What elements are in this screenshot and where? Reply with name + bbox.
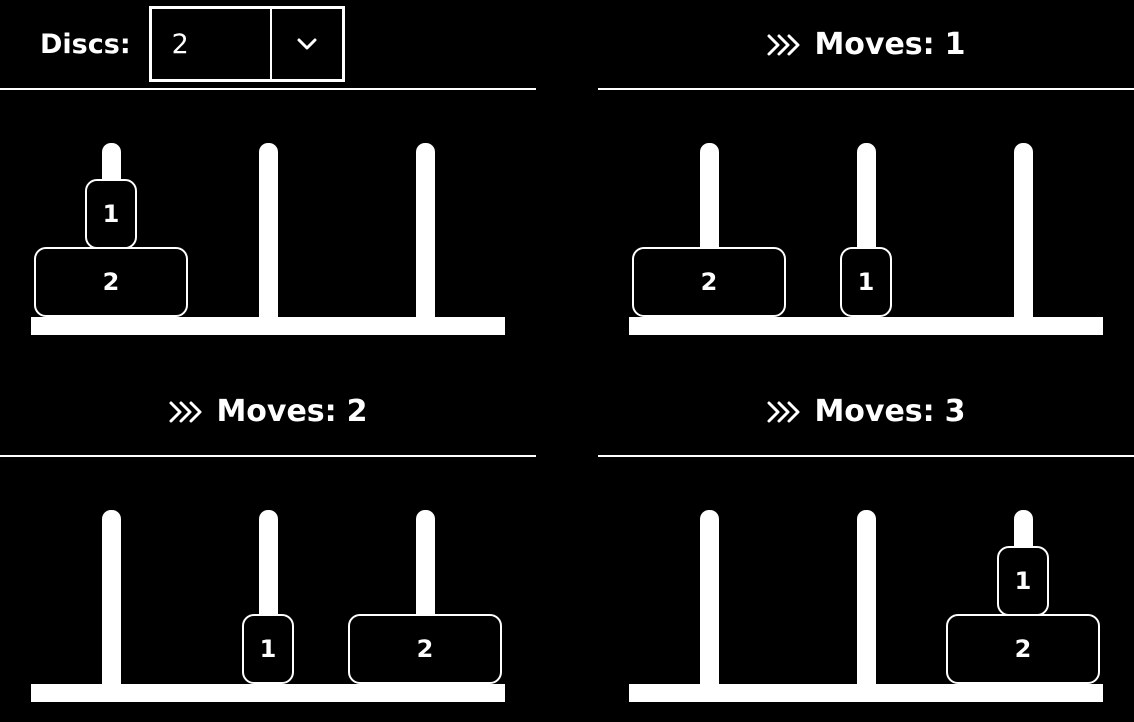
- peg-1[interactable]: [699, 510, 719, 686]
- peg-2[interactable]: [856, 510, 876, 686]
- moves-label: Moves:: [216, 393, 337, 429]
- peg-1[interactable]: [101, 510, 121, 686]
- disc-2[interactable]: 2: [632, 247, 786, 317]
- moves-header: Moves: 2: [0, 367, 536, 457]
- moves-count: 3: [944, 393, 966, 429]
- disc-1[interactable]: 1: [840, 247, 892, 317]
- peg-3[interactable]: [415, 143, 435, 319]
- tower-base: [629, 317, 1103, 335]
- discs-label: Discs:: [40, 28, 131, 60]
- moves-header: Moves: 1: [598, 0, 1134, 90]
- discs-select[interactable]: 2: [148, 6, 345, 82]
- disc-2[interactable]: 2: [946, 614, 1100, 684]
- disc-1[interactable]: 1: [997, 546, 1049, 616]
- disc-2[interactable]: 2: [34, 247, 188, 317]
- discs-control: Discs: 2: [40, 0, 345, 88]
- peg-3[interactable]: [1013, 143, 1033, 319]
- disc-1[interactable]: 1: [242, 614, 294, 684]
- tower-base: [31, 317, 505, 335]
- chevron-down-icon[interactable]: [272, 9, 342, 79]
- moves-header: Moves: 3: [598, 367, 1134, 457]
- fast-forward-icon: [168, 398, 204, 424]
- moves-count: 2: [346, 393, 368, 429]
- moves-count: 1: [944, 26, 966, 62]
- panel-header: Discs: 2: [0, 0, 536, 90]
- moves-label: Moves:: [814, 26, 935, 62]
- disc-1[interactable]: 1: [85, 179, 137, 249]
- moves-label: Moves:: [814, 393, 935, 429]
- fast-forward-icon: [766, 31, 802, 57]
- disc-2[interactable]: 2: [348, 614, 502, 684]
- tower-base: [629, 684, 1103, 702]
- tower-base: [31, 684, 505, 702]
- fast-forward-icon: [766, 398, 802, 424]
- peg-2[interactable]: [258, 143, 278, 319]
- discs-select-value[interactable]: 2: [152, 9, 272, 79]
